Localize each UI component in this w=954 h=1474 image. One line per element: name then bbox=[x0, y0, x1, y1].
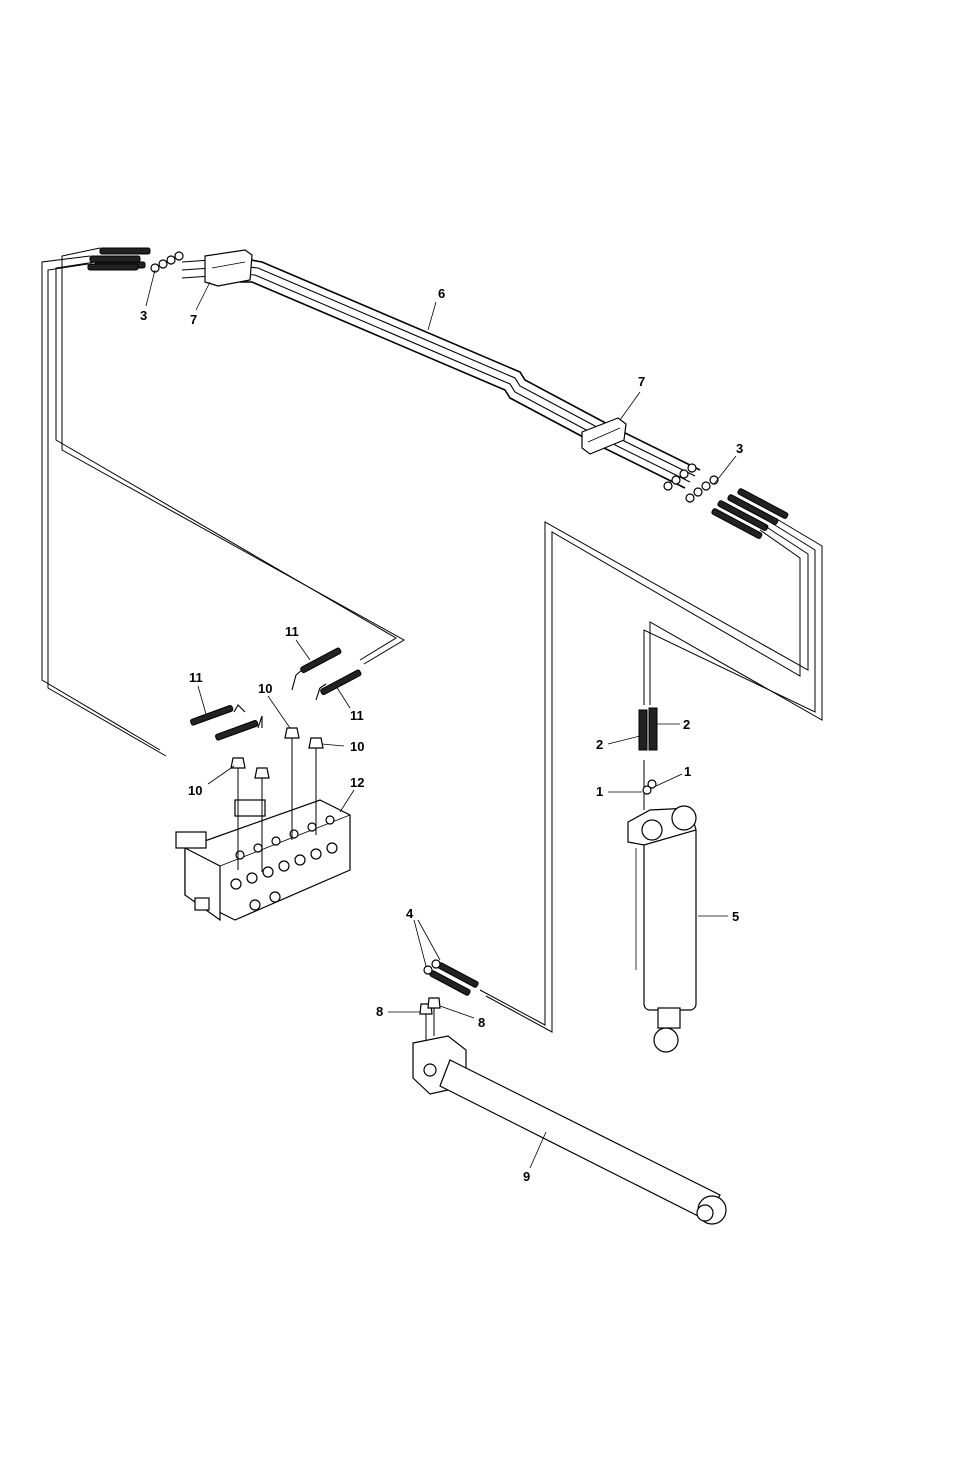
callout-1-left: 1 bbox=[596, 784, 603, 799]
callout-10-right: 10 bbox=[350, 739, 364, 754]
fittings-left-end bbox=[88, 248, 183, 272]
callout-2-right: 2 bbox=[683, 717, 690, 732]
callout-2-left: 2 bbox=[596, 737, 603, 752]
callout-1-right: 1 bbox=[684, 764, 691, 779]
callout-12: 12 bbox=[350, 775, 364, 790]
valve-block bbox=[176, 800, 350, 920]
callout-3-left: 3 bbox=[140, 308, 147, 323]
callout-8-right: 8 bbox=[478, 1015, 485, 1030]
callout-9: 9 bbox=[523, 1169, 530, 1184]
callout-4: 4 bbox=[406, 906, 414, 921]
hose-clamp-right bbox=[582, 418, 626, 454]
callout-7-left: 7 bbox=[190, 312, 197, 327]
callout-10-left: 10 bbox=[188, 783, 202, 798]
callout-3-right: 3 bbox=[736, 441, 743, 456]
callout-11-top: 11 bbox=[285, 624, 299, 639]
callout-8-left: 8 bbox=[376, 1004, 383, 1019]
cylinder-upright bbox=[628, 708, 696, 1052]
fittings-right-end bbox=[664, 464, 789, 539]
callout-10-top: 10 bbox=[258, 681, 272, 696]
callout-6: 6 bbox=[438, 286, 445, 301]
callout-5: 5 bbox=[732, 909, 739, 924]
hose-clamp-left bbox=[205, 250, 252, 286]
callout-7-right: 7 bbox=[638, 374, 645, 389]
callout-11-left: 11 bbox=[189, 670, 203, 685]
callout-11-right: 11 bbox=[350, 708, 364, 723]
